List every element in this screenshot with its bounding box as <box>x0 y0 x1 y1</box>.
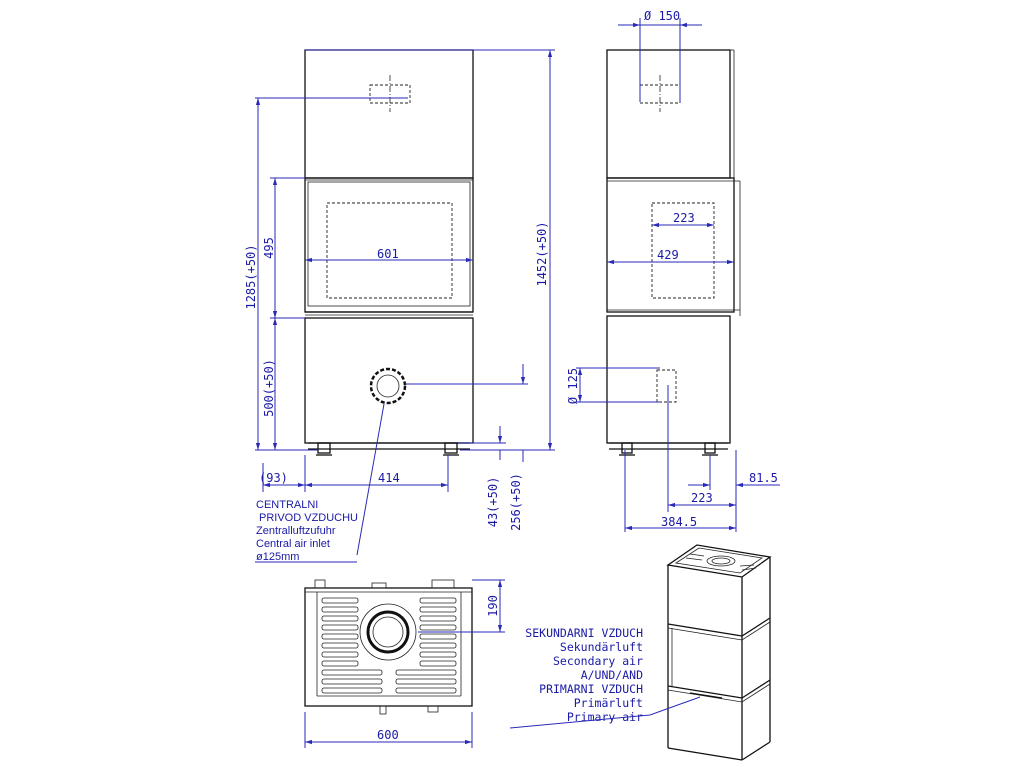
legend-leader-line <box>509 696 701 729</box>
dim-600: 600 <box>377 728 399 742</box>
top-view: 190 600 <box>304 579 505 748</box>
dim-81-5: 81.5 <box>749 471 778 485</box>
iso-primary-air-slot <box>689 692 723 699</box>
front-air-inlet-circle <box>369 367 407 405</box>
side-view: Ø 150 223 429 Ø 125 223 81.5 384.5 <box>566 9 780 532</box>
legend-line-4: A/UND/AND <box>581 668 643 682</box>
side-inlet-outline <box>656 369 677 403</box>
dim-601: 601 <box>377 247 399 261</box>
air-legend: SEKUNDARNI VZDUCH Sekundärluft Secondary… <box>509 626 701 729</box>
side-top-module <box>606 49 731 179</box>
front-top-module <box>304 49 474 179</box>
legend-line-3: Secondary air <box>553 654 643 668</box>
side-glass-outline <box>651 202 715 299</box>
note-line-5: ø125mm <box>256 551 299 563</box>
dim-256: 256(+50) <box>509 473 523 531</box>
top-outline <box>304 587 473 707</box>
dim-223-bottom: 223 <box>691 491 713 505</box>
dim-414: 414 <box>378 471 400 485</box>
note-line-2: PRIVOD VZDUCHU <box>259 512 358 524</box>
dim-495: 495 <box>262 237 276 259</box>
dim-384-5: 384.5 <box>661 515 697 529</box>
top-flue-ring-outer <box>359 603 417 661</box>
note-line-1: CENTRALNI <box>256 499 318 511</box>
dim-429: 429 <box>657 248 679 262</box>
dim-190: 190 <box>486 595 500 617</box>
iso-top-face <box>666 544 772 578</box>
side-door-module <box>606 177 735 313</box>
dim-500: 500(+50) <box>262 359 276 417</box>
isometric-view <box>666 544 772 761</box>
legend-line-6: Primärluft <box>574 696 643 710</box>
front-glass-outline <box>326 202 453 299</box>
iso-division-lower <box>667 679 771 699</box>
top-flue-ring <box>366 610 410 654</box>
dim-43: 43(+50) <box>486 477 500 528</box>
front-lower-module <box>304 317 474 444</box>
dim-inlet-125: Ø 125 <box>566 368 580 404</box>
iso-division-upper <box>667 617 771 637</box>
dim-1285: 1285(+50) <box>244 244 258 309</box>
legend-line-2: Sekundärluft <box>560 640 643 654</box>
dim-93: (93) <box>259 471 288 485</box>
top-vent-slats-left <box>321 597 383 694</box>
note-line-4: Central air inlet <box>256 538 330 550</box>
dim-flue-150: Ø 150 <box>644 9 680 23</box>
dim-1452: 1452(+50) <box>535 221 549 286</box>
front-view: 601 495 1285(+50) 500(+50) 1452(+50) (93… <box>244 49 555 563</box>
legend-line-1: SEKUNDARNI VZDUCH <box>525 626 643 640</box>
top-vent-slats-right <box>395 597 457 694</box>
legend-line-5: PRIMARNI VZDUCH <box>539 682 643 696</box>
dim-223-top: 223 <box>673 211 695 225</box>
front-door-module <box>304 177 474 313</box>
note-line-3: Zentralluftzufuhr <box>256 525 336 537</box>
